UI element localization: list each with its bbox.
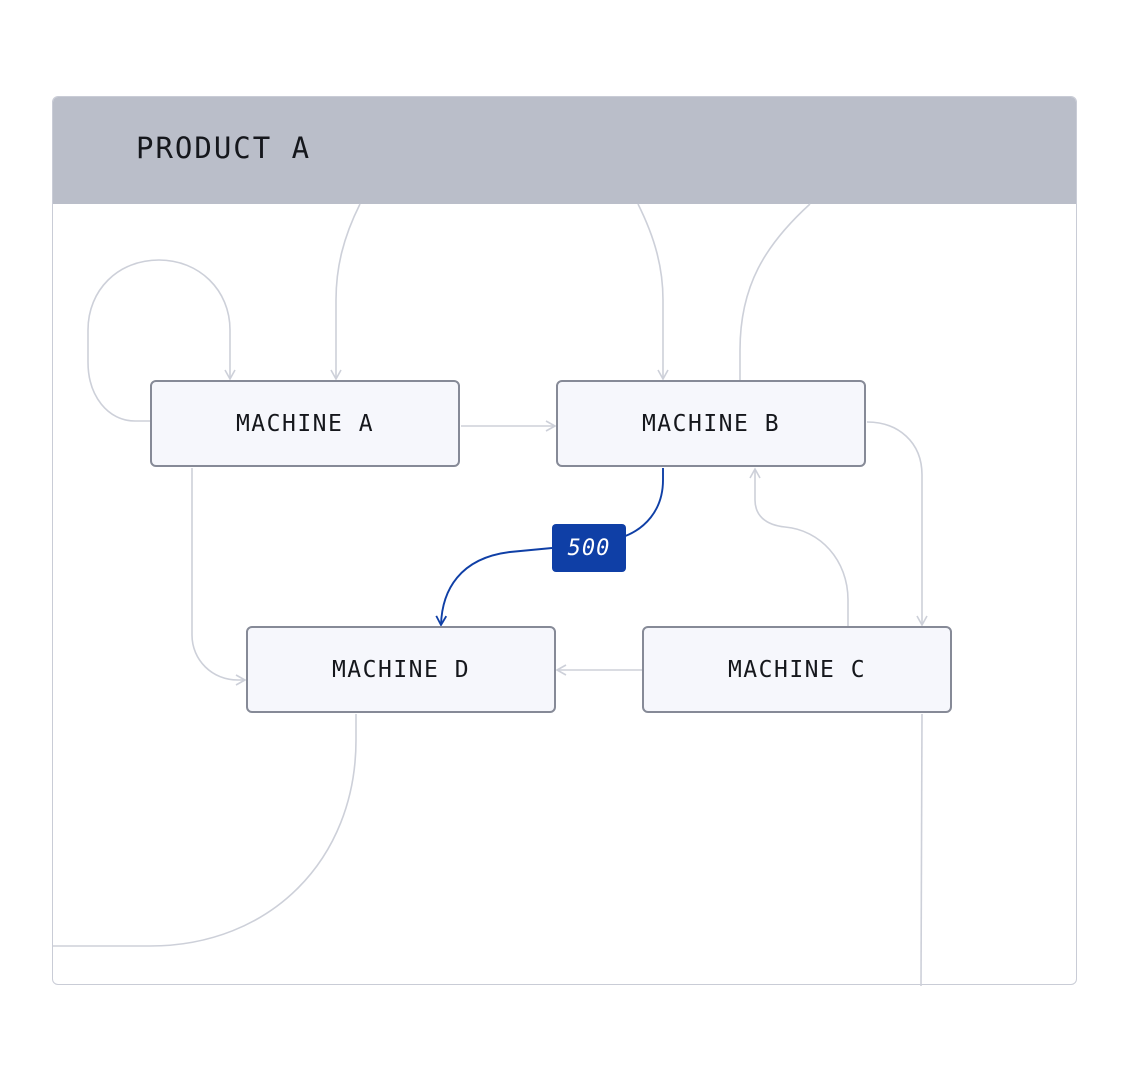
machine-a-label: MACHINE A <box>235 410 375 437</box>
edge-quantity-label: 500 <box>567 535 611 561</box>
machine-a-node[interactable]: MACHINE A <box>150 380 460 467</box>
machine-c-node[interactable]: MACHINE C <box>642 626 952 713</box>
machine-c-label: MACHINE C <box>727 656 867 683</box>
machine-d-label: MACHINE D <box>331 656 471 683</box>
machine-d-node[interactable]: MACHINE D <box>246 626 556 713</box>
panel-header: PRODUCT A <box>53 97 1076 204</box>
machine-b-node[interactable]: MACHINE B <box>556 380 866 467</box>
edge-quantity-badge[interactable]: 500 <box>552 524 626 572</box>
machine-b-label: MACHINE B <box>641 410 781 437</box>
panel-title: PRODUCT A <box>136 131 312 165</box>
